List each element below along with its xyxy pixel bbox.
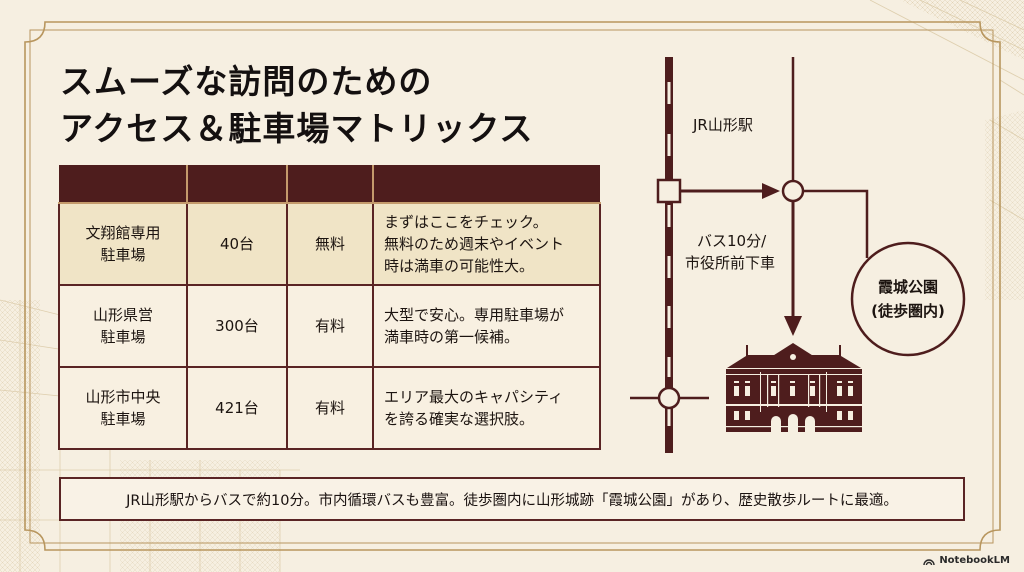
branding-label: NotebookLM: [939, 555, 1010, 566]
parking-fee: 有料: [286, 284, 374, 368]
arrow-right-icon: [681, 183, 780, 199]
parking-name-line: 駐車場: [100, 246, 146, 264]
parking-fee: 有料: [286, 366, 374, 450]
crossing-marker-icon: [630, 386, 709, 410]
header-cell-fee: [287, 165, 374, 204]
notebooklm-badge: NotebookLM: [923, 555, 1010, 566]
note-line: エリア最大のキャパシティ: [384, 388, 564, 406]
parking-capacity: 421台: [186, 366, 288, 450]
table-row: 文翔館専用 駐車場 40台 無料 まずはここをチェック。 無料のため週末やイベン…: [58, 202, 601, 286]
parking-name-line: 文翔館専用: [85, 224, 161, 242]
parking-note: エリア最大のキャパシティ を誇る確実な選択肢。: [372, 366, 601, 450]
parking-name-line: 駐車場: [100, 328, 146, 346]
note-line: を誇る確実な選択肢。: [384, 410, 535, 428]
header-cell-name: [59, 165, 188, 204]
table-row: 山形市中央 駐車場 421台 有料 エリア最大のキャパシティ を誇る確実な選択肢…: [58, 366, 601, 450]
parking-name: 文翔館専用 駐車場: [58, 202, 188, 286]
note-line: 大型で安心。専用駐車場が: [384, 306, 565, 324]
access-summary-box: JR山形駅からバスで約10分。市内循環バスも豊富。徒歩圏内に山形城跡「霞城公園」…: [59, 477, 965, 521]
note-line: 時は満車の可能性大。: [384, 257, 535, 275]
parking-note: 大型で安心。専用駐車場が 満車時の第一候補。: [372, 284, 601, 368]
parking-matrix-table: 文翔館専用 駐車場 40台 無料 まずはここをチェック。 無料のため週末やイベン…: [58, 165, 601, 450]
park-marker: [850, 241, 966, 357]
parking-name-line: 山形県営: [92, 306, 153, 324]
note-line: 無料のため週末やイベント: [384, 235, 565, 253]
title-line-1: スムーズな訪問のための: [60, 62, 433, 101]
railway-line: [665, 57, 673, 453]
notebooklm-logo-icon: [923, 559, 936, 565]
title-line-2: アクセス＆駐車場マトリックス: [60, 109, 534, 148]
parking-capacity: 300台: [186, 284, 288, 368]
table-header-row: [59, 165, 600, 204]
station-label: JR山形駅: [692, 116, 753, 134]
access-summary-text: JR山形駅からバスで約10分。市内循環バスも豊富。徒歩圏内に山形城跡「霞城公園」…: [126, 492, 898, 509]
parking-name: 山形市中央 駐車場: [58, 366, 188, 450]
park-connector-line: [803, 189, 869, 258]
bus-label-line-1: バス10分/: [697, 232, 767, 250]
park-label-line-2: (徒歩圏内): [871, 302, 945, 320]
header-cell-count: [187, 165, 288, 204]
bus-label-line-2: 市役所前下車: [685, 254, 775, 272]
historic-building-icon: [726, 343, 862, 432]
header-cell-note: [373, 165, 600, 204]
arrow-down-icon: [784, 316, 802, 336]
bus-stop-marker-icon: [781, 179, 805, 203]
table-row: 山形県営 駐車場 300台 有料 大型で安心。専用駐車場が 満車時の第一候補。: [58, 284, 601, 368]
parking-capacity: 40台: [186, 202, 288, 286]
note-line: 満車時の第一候補。: [384, 328, 520, 346]
parking-note: まずはここをチェック。 無料のため週末やイベント 時は満車の可能性大。: [372, 202, 601, 286]
parking-name: 山形県営 駐車場: [58, 284, 188, 368]
parking-fee: 無料: [286, 202, 374, 286]
park-label-line-1: 霞城公園: [878, 278, 938, 296]
page-title: スムーズな訪問のための アクセス＆駐車場マトリックス: [60, 58, 533, 152]
parking-name-line: 駐車場: [100, 410, 146, 428]
station-marker-icon: [656, 178, 682, 204]
parking-name-line: 山形市中央: [85, 388, 161, 406]
note-line: まずはここをチェック。: [384, 213, 548, 231]
